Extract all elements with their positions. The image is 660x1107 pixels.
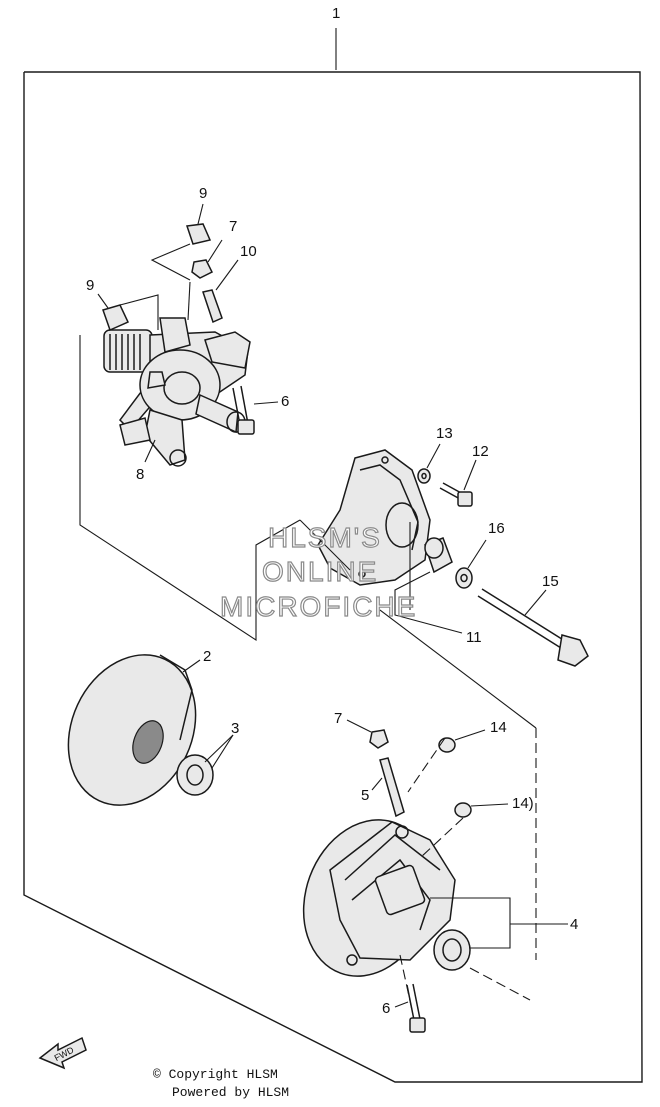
bolt-bottom (394, 983, 426, 1033)
callout-3: 3 (231, 720, 239, 737)
bushing-11 (394, 537, 463, 634)
callout-9-left: 9 (86, 277, 94, 294)
footer-copyright: © Copyright HLSM (153, 1067, 278, 1082)
bolt-12 (439, 459, 477, 507)
callout-13: 13 (436, 425, 453, 442)
slider-shoe-left (97, 293, 130, 332)
callout-14-b: 14) (512, 795, 534, 812)
cam-plate (317, 449, 431, 610)
pin-5 (371, 757, 405, 818)
callout-15: 15 (542, 573, 559, 590)
callout-8: 8 (136, 466, 144, 483)
callout-14-a: 14 (490, 719, 507, 736)
callout-7-top: 7 (229, 218, 237, 235)
callout-7-bottom: 7 (334, 710, 342, 727)
slider-shoe-top (185, 203, 212, 245)
callout-6-bottom: 6 (382, 1000, 390, 1017)
callout-11: 11 (466, 629, 482, 646)
callout-6-top: 6 (281, 393, 289, 410)
nut-bottom (346, 719, 389, 749)
callout-16: 16 (488, 520, 505, 537)
fixed-sheave (67, 654, 201, 806)
pin (202, 259, 239, 324)
assembly-frame (23, 28, 643, 1083)
callout-5: 5 (361, 787, 369, 804)
callout-4: 4 (570, 916, 578, 933)
forward-arrow-icon: FWD (38, 1036, 87, 1070)
assembly-callout: 1 (332, 5, 340, 22)
guide-lines-middle (299, 519, 537, 729)
watermark-line-1: HLSM'S (268, 522, 382, 553)
nut-14-b (454, 802, 509, 818)
movable-sheave-bushing (433, 929, 471, 971)
callout-12: 12 (472, 443, 489, 460)
watermark-line-3: MICROFICHE (220, 591, 417, 622)
long-bolt-15 (477, 588, 589, 667)
watermark: HLSM'S ONLINE MICROFICHE (219, 521, 417, 622)
watermark-line-2: ONLINE (262, 556, 378, 587)
callout-9-top: 9 (199, 185, 207, 202)
washer-16 (455, 539, 487, 589)
washer-13 (417, 443, 441, 484)
movable-sheave (302, 819, 568, 977)
nut-top (191, 239, 223, 279)
footer-powered: Powered by HLSM (172, 1085, 289, 1100)
bushing-3 (176, 734, 234, 796)
spider-bolt (232, 385, 279, 435)
spider-shaft-assembly (103, 317, 251, 467)
guide-lines-top (79, 243, 301, 642)
callout-10: 10 (240, 243, 257, 260)
callout-2: 2 (203, 648, 211, 665)
nut-14-a (438, 729, 486, 753)
